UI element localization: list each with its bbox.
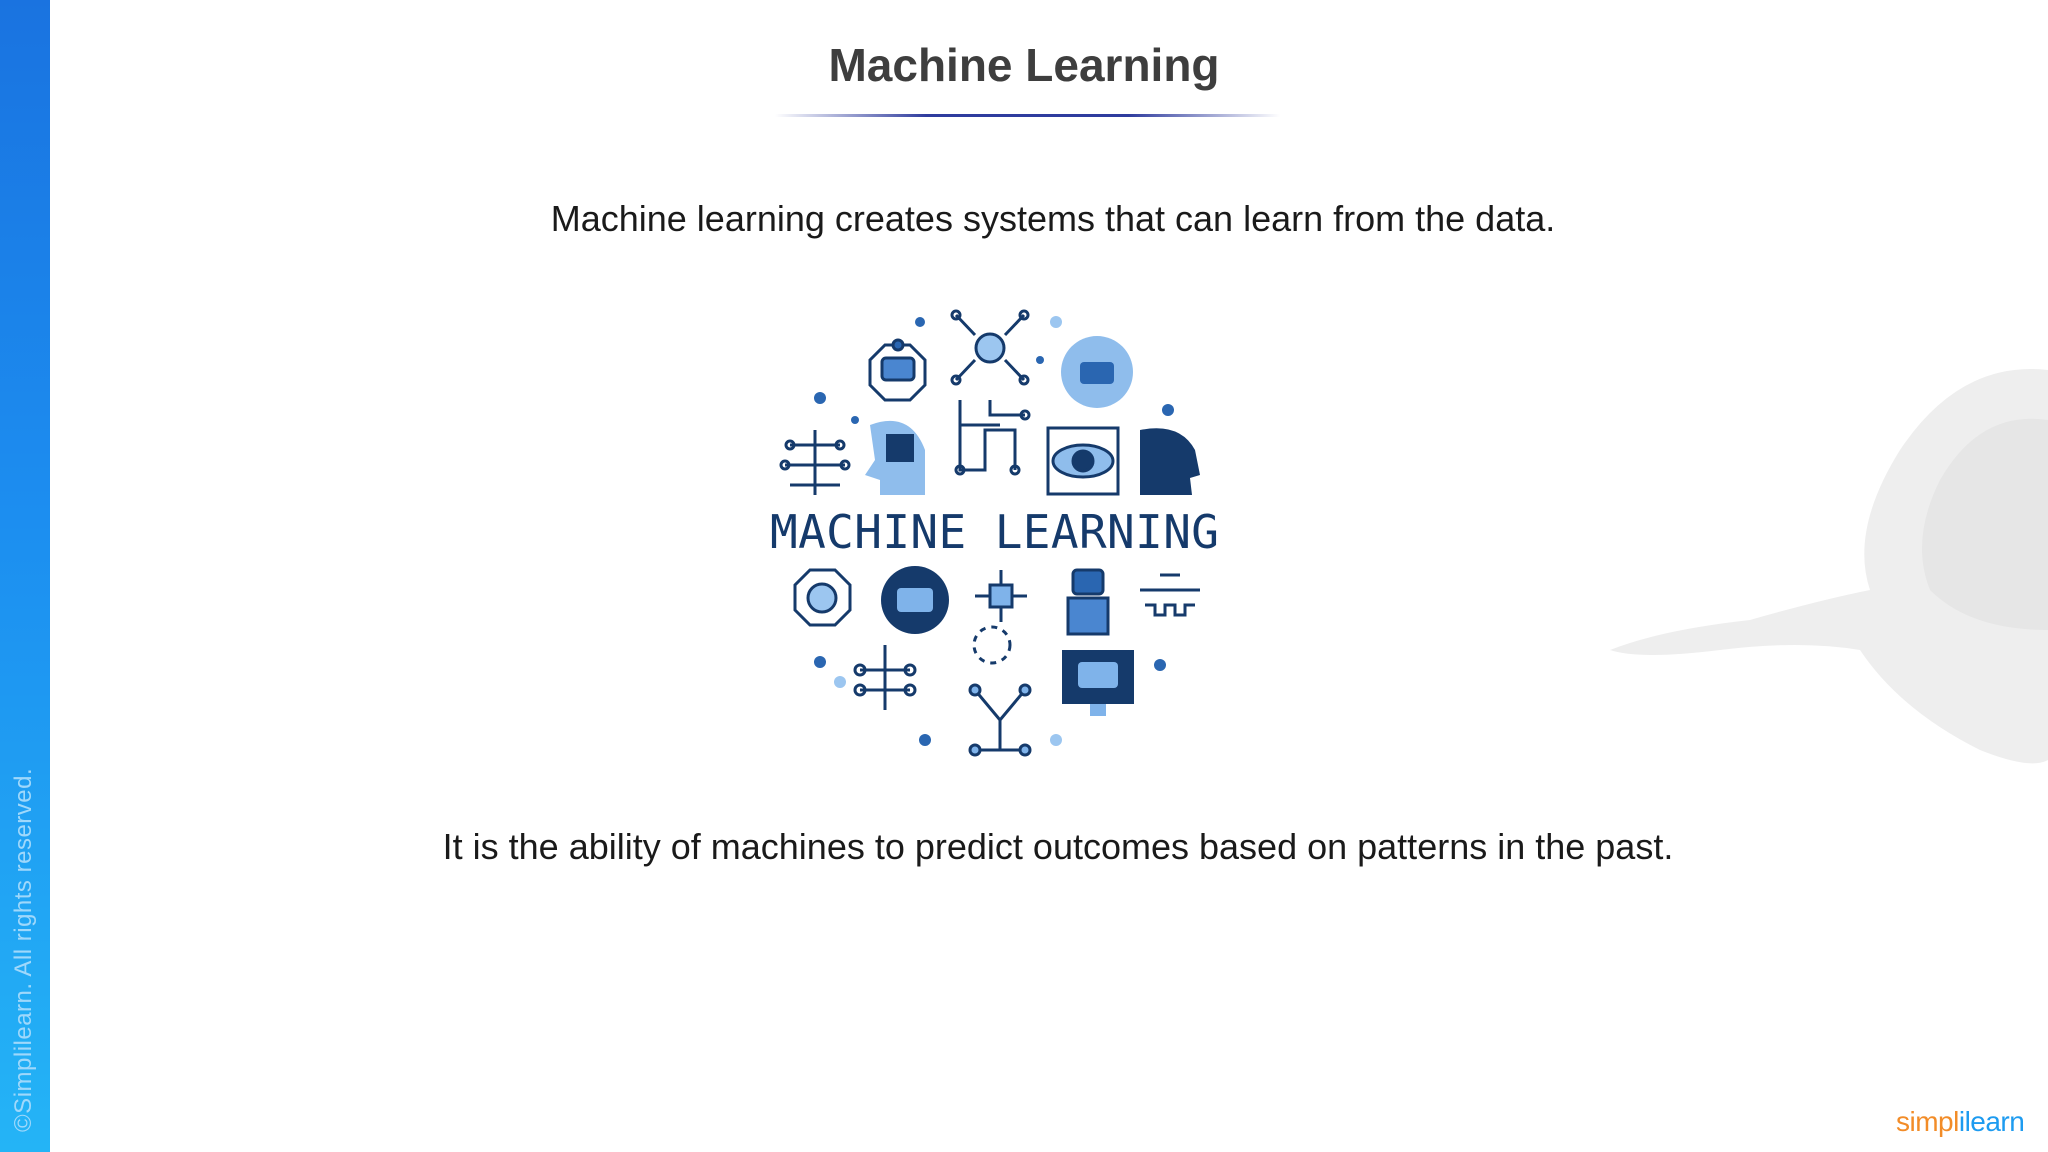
- ai-head-icon: [1140, 428, 1200, 495]
- gear-robot-icon: [881, 566, 949, 634]
- robot-icon: [1066, 568, 1110, 636]
- circuit-brain-icon: [950, 309, 1030, 386]
- definition-text: Machine learning creates systems that ca…: [550, 198, 1556, 239]
- robot-hand-watermark-image: [1610, 369, 2048, 764]
- dotted-circle-icon: [972, 625, 1012, 665]
- illustration-caption: MACHINE LEARNING: [770, 505, 1220, 559]
- copyright-text: ©Simplilearn. All rights reserved.: [10, 767, 37, 1132]
- molecule-icon: [968, 683, 1032, 757]
- head-chip-icon: [865, 420, 925, 495]
- chip-icon: [975, 570, 1027, 622]
- slide-title: Machine Learning: [828, 39, 1220, 91]
- circuit-wave-icon: [1140, 573, 1200, 617]
- network-icon: [853, 645, 917, 710]
- title-underline: [775, 114, 1280, 117]
- monitor-robot-icon: [1062, 650, 1134, 716]
- robot-chat-bubble-icon: [1061, 336, 1133, 408]
- simplilearn-logo: simplilearn: [1896, 1106, 2025, 1137]
- eye-icon: [1046, 426, 1120, 496]
- robot-gear-icon: [868, 338, 927, 402]
- machine-learning-illustration: MACHINE LEARNING: [770, 309, 1220, 757]
- ability-text: It is the ability of machines to predict…: [442, 826, 1674, 867]
- circuit-tree-icon: [779, 430, 851, 495]
- circuit-board-icon: [954, 400, 1031, 476]
- brain-gear-icon: [793, 568, 852, 627]
- left-sidebar-bar: [0, 0, 50, 1152]
